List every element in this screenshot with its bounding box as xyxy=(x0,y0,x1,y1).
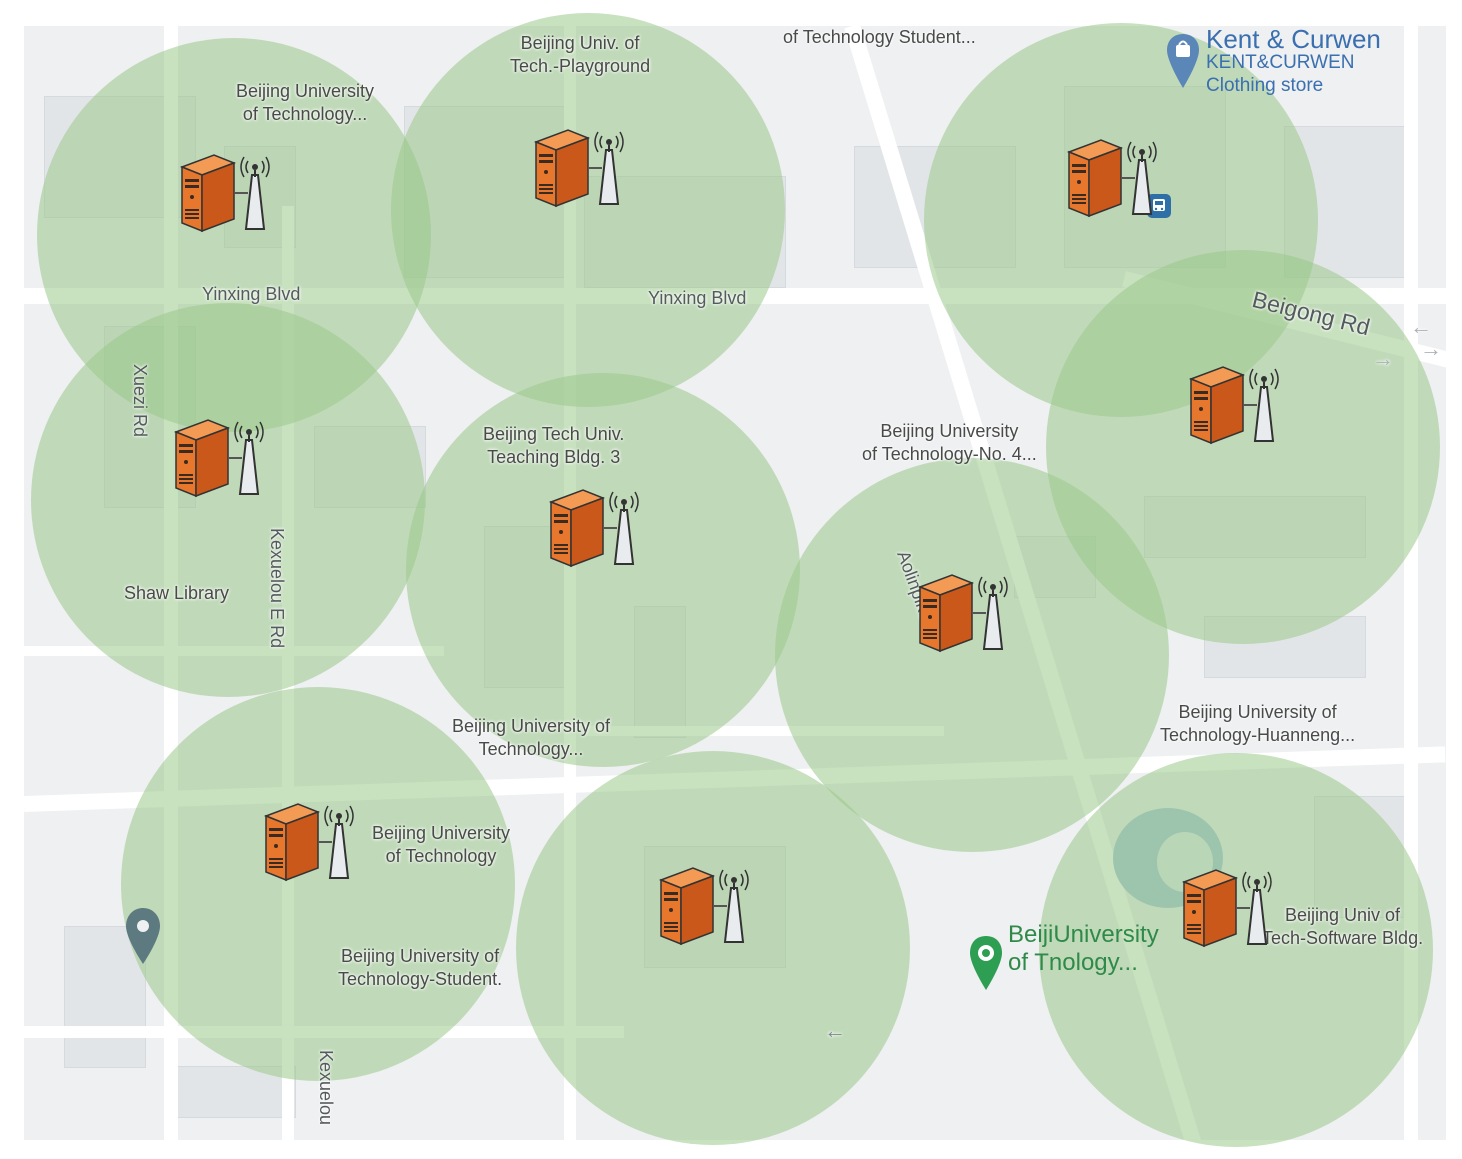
place-teaching-bldg-3[interactable]: Beijing Tech Univ.Teaching Bldg. 3 xyxy=(483,424,625,467)
location-pin-icon[interactable] xyxy=(124,906,162,966)
arrow-right-icon: → xyxy=(1372,346,1394,371)
coverage-circle xyxy=(406,373,800,767)
base-station-server-icon[interactable] xyxy=(1059,130,1169,220)
coverage-circle xyxy=(31,303,425,697)
base-station-server-icon[interactable] xyxy=(651,858,761,948)
coverage-circle xyxy=(516,751,910,1145)
place-shaw-library[interactable]: Shaw Library xyxy=(124,583,230,603)
base-station-server-icon[interactable] xyxy=(166,410,276,500)
campus-poi-line1[interactable]: BeijiUniversity xyxy=(1008,921,1159,948)
base-station-server-icon[interactable] xyxy=(1174,860,1284,950)
road-label-yinxing-right: Yinxing Blvd xyxy=(648,288,747,308)
campus-pin-icon[interactable] xyxy=(968,934,1004,992)
campus-poi-line2: of Tnology... xyxy=(1008,949,1138,976)
base-station-server-icon[interactable] xyxy=(541,480,651,570)
store-brand: KENT&CURWEN xyxy=(1206,52,1355,73)
coverage-circle xyxy=(1039,753,1433,1147)
arrow-left-icon: ← xyxy=(1410,314,1432,339)
store-category: Clothing store xyxy=(1206,75,1324,96)
base-station-server-icon[interactable] xyxy=(526,120,636,210)
base-station-server-icon[interactable] xyxy=(1181,357,1291,447)
road-label-kexuelou-e: Kexuelou E Rd xyxy=(267,528,287,649)
road-label-kexuelou: Kexuelou xyxy=(316,1050,336,1126)
place-student-top[interactable]: of Technology Student... xyxy=(783,27,976,47)
road-label-yinxing-left: Yinxing Blvd xyxy=(202,284,301,304)
road xyxy=(584,726,944,736)
arrow-right-icon: → xyxy=(1420,336,1442,361)
store-name[interactable]: Kent & Curwen xyxy=(1206,24,1381,54)
coverage-circle xyxy=(775,458,1169,852)
base-station-server-icon[interactable] xyxy=(910,565,1020,655)
coverage-circle xyxy=(391,13,785,407)
store-pin-icon[interactable] xyxy=(1166,32,1200,90)
base-station-server-icon[interactable] xyxy=(256,794,366,884)
coverage-circle xyxy=(1046,250,1440,644)
road-label-xuezi: Xuezi Rd xyxy=(130,364,150,438)
base-station-server-icon[interactable] xyxy=(172,145,282,235)
arrow-left-icon: ← xyxy=(824,1018,846,1043)
coverage-circle xyxy=(121,687,515,1081)
